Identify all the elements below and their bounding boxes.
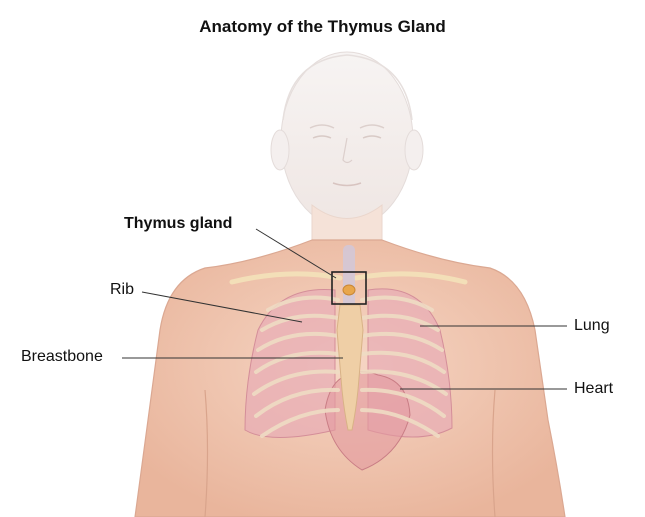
breastbone-organ (336, 304, 364, 431)
breastbone-label: Breastbone (21, 348, 103, 365)
ribs-left (252, 295, 340, 438)
diagram-title: Anatomy of the Thymus Gland (199, 17, 446, 36)
lung-label: Lung (574, 317, 610, 334)
thymus-organ (342, 284, 356, 296)
heart-label: Heart (574, 380, 614, 397)
leader-lines (122, 228, 567, 390)
thymus-label: Thymus gland (124, 215, 233, 232)
trachea (343, 245, 355, 315)
head (270, 51, 424, 229)
collarbone-right (353, 271, 468, 285)
collarbone-left (229, 271, 343, 285)
thymus-callout-box (331, 271, 367, 305)
rib-label: Rib (110, 281, 135, 298)
